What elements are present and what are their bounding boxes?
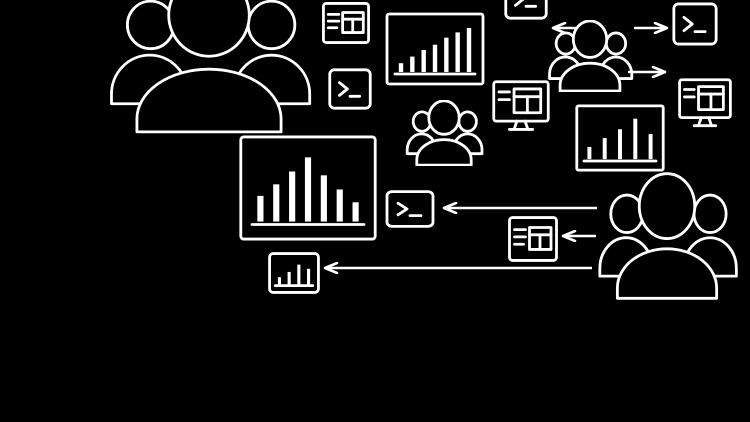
user-group-bottom-right [594,172,740,300]
user-group-icon [404,100,484,166]
window-table-top [322,2,370,44]
user-group-upper-right [546,20,634,92]
terminal-mid-left [328,68,372,110]
chart-small-icon [268,252,320,294]
arrow-to-monitor-right [628,66,668,78]
terminal-icon [672,2,718,46]
window-table-icon [508,216,558,262]
terminal-center [385,190,435,228]
terminal-top-edge [504,0,548,20]
terminal-icon [504,0,548,20]
arrow-icon [441,202,597,214]
arrow-icon [628,66,668,78]
user-group-top-left [103,0,315,134]
monitor-table-center [492,80,550,136]
terminal-upper-right [672,2,718,46]
monitor-table-icon [678,78,732,132]
chart-small-lower-left [268,252,320,294]
arrow-icon [560,230,596,242]
window-table-lower [508,216,558,262]
chart-board-icon [575,104,665,172]
user-group-icon [103,0,315,134]
chart-board-large [238,134,378,242]
monitor-table-icon [492,80,550,136]
terminal-icon [328,68,372,110]
user-group-icon [594,172,740,300]
arrow-icon [634,22,670,34]
user-group-icon [546,20,634,92]
user-group-center [404,100,484,166]
chart-board-right [575,104,665,172]
monitor-table-right-edge [678,78,732,132]
arrow-icon [322,262,592,274]
arrow-into-window-lower [560,230,596,242]
window-table-icon [322,2,370,44]
chart-board-top-center [385,12,485,86]
chart-board-icon [385,12,485,86]
arrow-into-chart-small [322,262,592,274]
chart-board-icon [238,134,378,242]
arrow-to-terminal-right [634,22,670,34]
terminal-icon [385,190,435,228]
arrow-into-terminal-center [441,202,597,214]
